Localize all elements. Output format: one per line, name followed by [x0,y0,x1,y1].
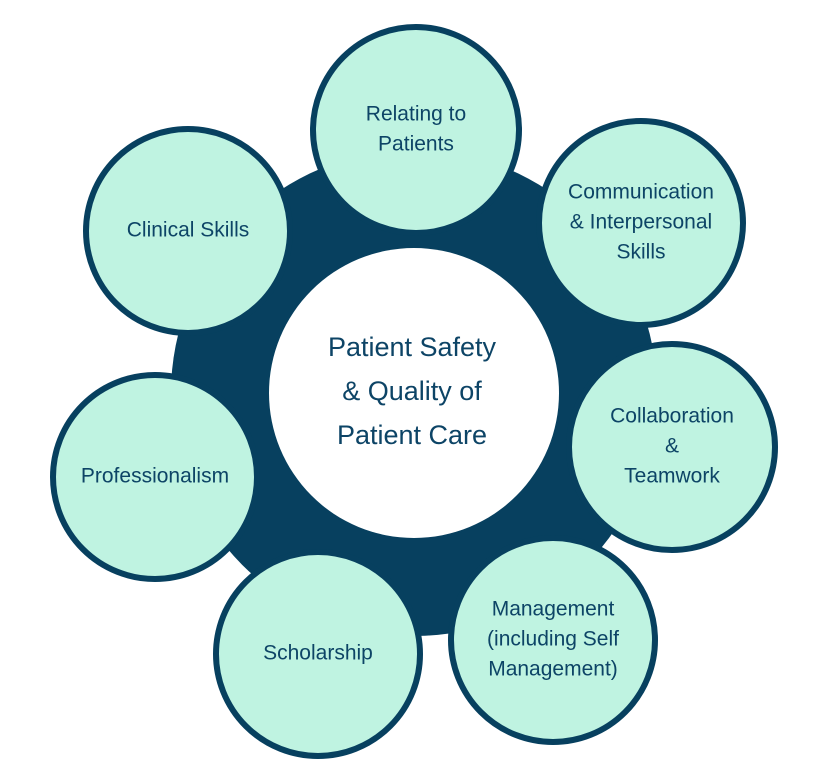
node-circle [536,118,746,328]
node-collaboration-teamwork: Collaboration & Teamwork [566,341,778,553]
node-label-line: Management [492,598,615,621]
node-circle [310,24,522,236]
node-scholarship: Scholarship [213,549,423,759]
node-professionalism: Professionalism [50,372,260,582]
center-label-line: Patient Safety [328,332,497,362]
center-label-line: & Quality of [342,376,482,406]
node-label-line: (including Self [487,628,619,651]
node-circle [448,535,658,745]
node-circle [50,372,260,582]
node-label-line: & [665,435,679,458]
node-circle [566,341,778,553]
node-relating-to-patients: Relating to Patients [310,24,522,236]
node-label-line: Clinical Skills [127,219,250,242]
node-circle [83,126,293,336]
node-label-line: Professionalism [81,465,229,488]
center-circle [269,248,559,538]
node-circle [213,549,423,759]
node-label-line: & Interpersonal [570,211,712,234]
center-label-line: Patient Care [337,420,487,450]
node-label-line: Collaboration [610,405,734,428]
node-clinical-skills: Clinical Skills [83,126,293,336]
node-label-line: Skills [616,241,665,264]
node-label-line: Teamwork [624,465,720,488]
node-label-line: Management) [488,658,618,681]
node-label-line: Communication [568,181,714,204]
center-node: Patient Safety & Quality of Patient Care [269,248,559,538]
node-label-line: Patients [378,133,454,156]
node-label-line: Relating to [366,103,466,126]
node-label-line: Scholarship [263,642,373,665]
